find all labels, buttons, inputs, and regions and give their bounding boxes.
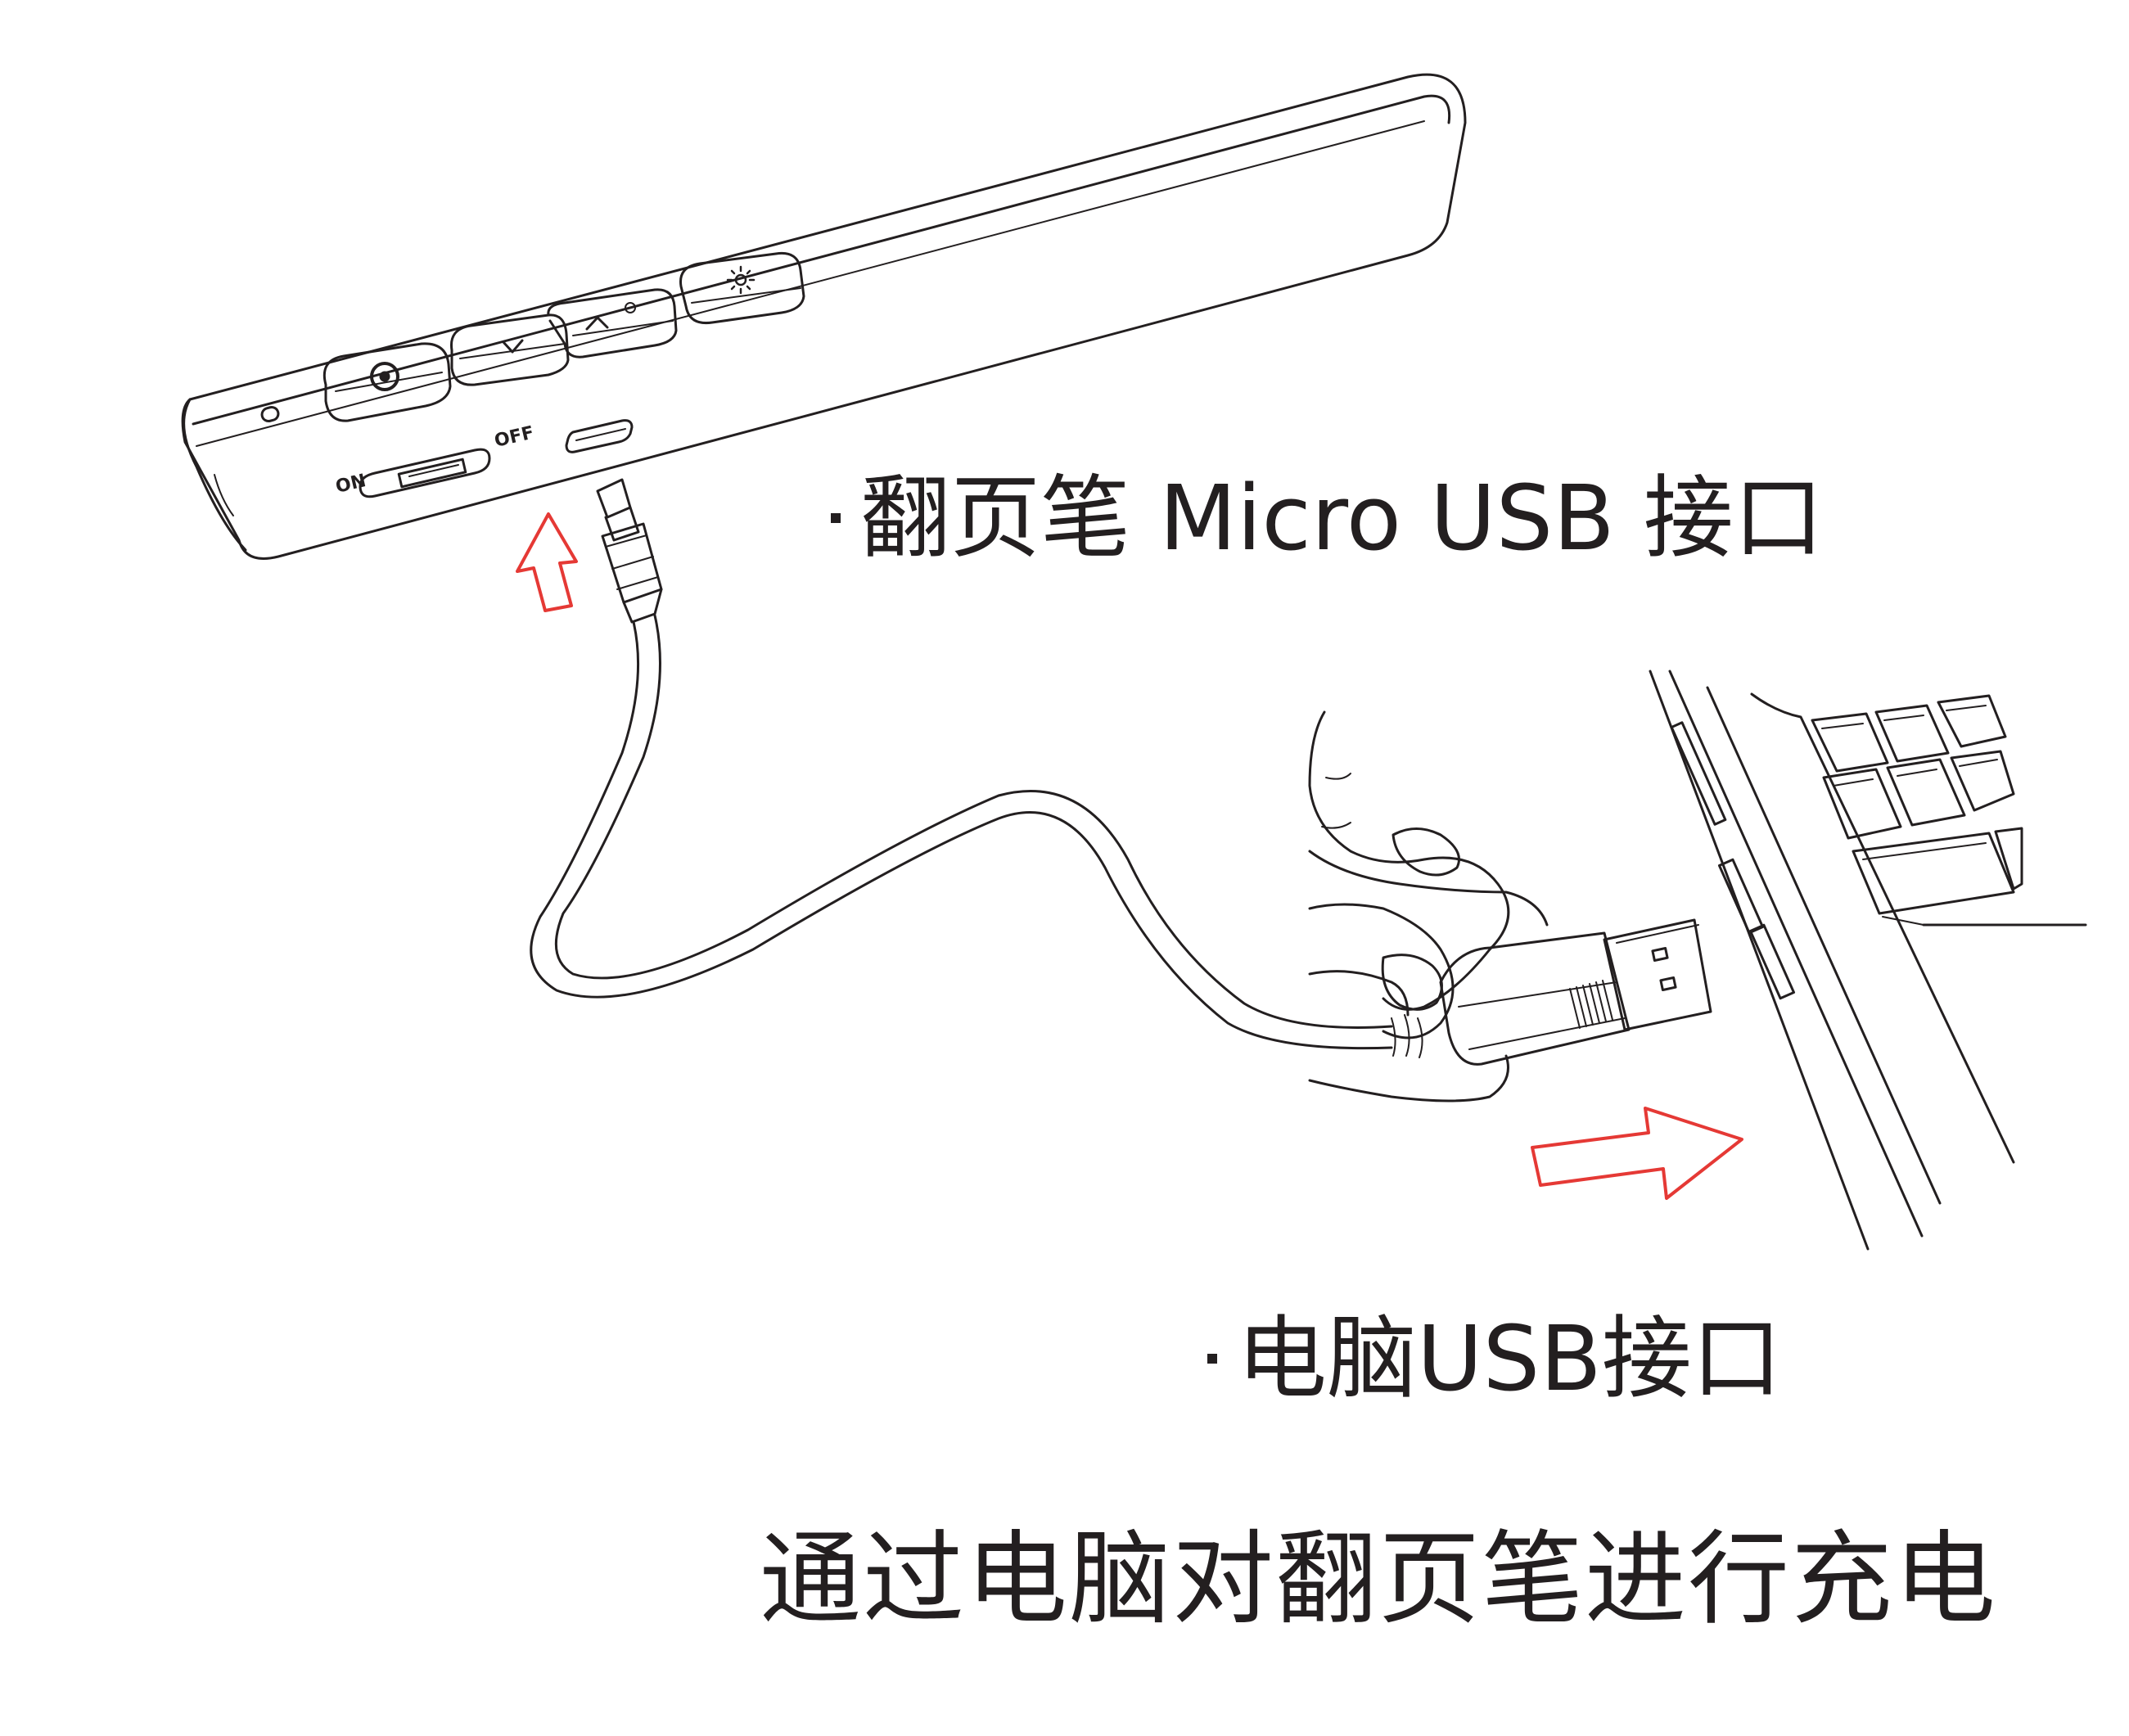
switch-off-label: OFF <box>493 423 536 452</box>
key <box>1994 827 2023 891</box>
laptop-usb-port-2 <box>1748 923 1796 1000</box>
laptop-edge-mid <box>1668 670 1924 1238</box>
laser-button[interactable] <box>323 342 452 422</box>
key <box>1811 712 1889 773</box>
red-arrow-up-icon <box>516 512 578 612</box>
hand-finger-low <box>1308 970 1410 1017</box>
usb-cable <box>530 478 1423 1058</box>
down-chevron-icon <box>502 339 524 354</box>
pen-front-end <box>183 398 247 552</box>
pen-port-label: 翻页笔 Micro USB 接口 <box>831 473 1824 563</box>
pen-micro-usb-port <box>565 419 634 453</box>
cable-line-b <box>554 614 1393 1029</box>
switch-slider <box>397 458 467 489</box>
diagram-caption: 通过电脑对翻页笔进行充电 <box>760 1521 1998 1639</box>
power-switch[interactable] <box>359 448 491 498</box>
led-indicator <box>260 405 280 423</box>
hand-finger-mid <box>1308 903 1455 1039</box>
usb-shell-hole-1 <box>1651 946 1669 963</box>
pen-front-seam <box>214 474 234 516</box>
pen-face-edge <box>196 120 1425 447</box>
cable-line-a <box>530 620 1393 1050</box>
key <box>1886 758 1966 827</box>
hand <box>1308 710 1549 1102</box>
previous-page-button[interactable] <box>449 313 570 386</box>
status-dot <box>625 302 636 313</box>
laser-button-icon <box>370 362 399 391</box>
up-chevron-icon <box>585 316 609 331</box>
key <box>1852 832 2015 915</box>
next-page-button[interactable] <box>547 288 678 358</box>
laptop-slot <box>1670 721 1727 826</box>
laptop <box>1649 670 2087 1251</box>
hand-palm-bottom <box>1308 1054 1509 1102</box>
bullet-icon <box>831 512 841 523</box>
bullet-icon <box>1207 1353 1217 1364</box>
laptop-edge-outer <box>1649 670 1870 1251</box>
pc-port-label-text: 电脑USB接口 <box>1237 1306 1782 1411</box>
usb-a-plug <box>1439 918 1712 1066</box>
hand-finger-nail <box>1381 954 1443 1011</box>
laptop-deck-edge <box>1750 692 2015 1164</box>
pc-port-label: 电脑USB接口 <box>1207 1314 1782 1404</box>
micro-usb-plug <box>596 478 632 519</box>
red-arrow-right-icon <box>1531 1107 1743 1200</box>
pen-port-label-text: 翻页笔 Micro USB 接口 <box>860 466 1824 570</box>
key <box>1937 694 2007 748</box>
keyboard <box>1811 694 2023 926</box>
key <box>1874 704 1950 763</box>
laptop-edge-inner <box>1706 686 1942 1205</box>
light-button[interactable] <box>679 251 805 325</box>
key <box>1822 768 1902 840</box>
hand-thumb <box>1308 710 1510 1011</box>
usb-shell-hole-2 <box>1659 976 1677 992</box>
light-burst-icon <box>726 265 756 295</box>
usb-metal-shell <box>1603 918 1712 1031</box>
hand-thumb-nail <box>1392 827 1460 877</box>
hand-finger-top <box>1308 850 1549 927</box>
key <box>1950 750 2015 812</box>
usb-grip-ridges <box>1569 980 1613 1029</box>
pen-top-edge <box>192 94 1451 426</box>
